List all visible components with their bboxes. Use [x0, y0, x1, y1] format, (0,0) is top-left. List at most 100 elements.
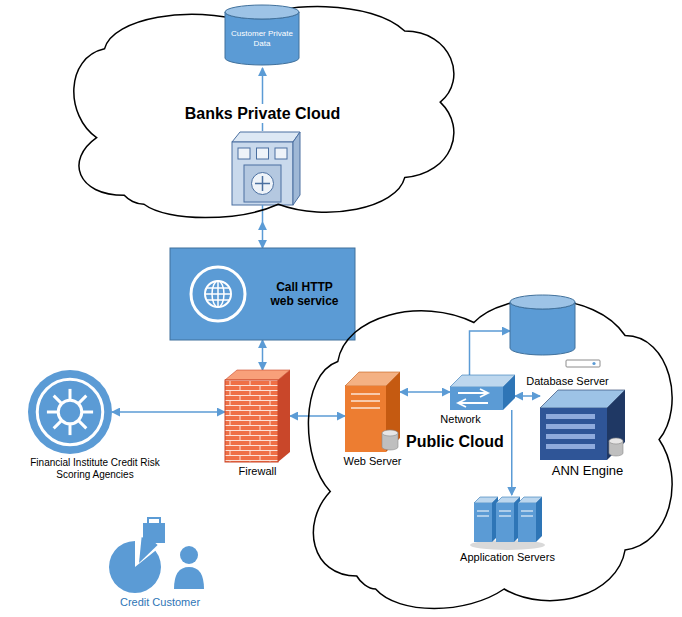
rack-disk-top [609, 438, 623, 444]
building-window [238, 148, 250, 159]
bank-building-icon [232, 132, 300, 205]
leader-line [262, 205, 264, 222]
switch-front [450, 387, 503, 410]
vault-wheel [252, 173, 274, 195]
server-slot [351, 407, 380, 409]
server-tower-front [474, 503, 492, 542]
vault-door [244, 165, 281, 202]
public-cloud: Public CloudWeb ServerNetworkDatabase Se… [300, 290, 678, 615]
cust-icon [105, 515, 215, 595]
storage-device-icon [566, 360, 600, 367]
cylinder-top [225, 5, 299, 19]
device-body [566, 360, 600, 367]
server-slot [351, 393, 380, 395]
service-box [170, 248, 355, 340]
customer-node: Credit Customer [105, 515, 215, 595]
building-roof [232, 132, 300, 142]
agency-spoke [82, 411, 93, 414]
fire-icon [225, 370, 290, 462]
agency-spoke [54, 396, 62, 404]
server-slot [499, 511, 511, 516]
web-service-box: Call HTTP web service [170, 248, 355, 340]
rack-slot [546, 424, 595, 429]
agency-spoke [69, 424, 72, 435]
connector [515, 395, 540, 397]
shopping-bag [143, 523, 165, 543]
agency-spoke [78, 420, 86, 428]
device-led [592, 362, 595, 365]
node-label: Firewall [239, 465, 277, 478]
web-server-node: Web Server [345, 372, 400, 452]
web-icon [345, 372, 400, 452]
agency-spoke [47, 411, 58, 414]
switch-arrows [458, 389, 488, 407]
app-icon [470, 495, 545, 548]
firewall-side [278, 370, 290, 462]
agency-node: Financial Institute Credit Risk Scoring … [28, 370, 112, 454]
server-disk-top [382, 430, 398, 436]
rack-slot [546, 434, 595, 439]
cloud-title: Banks Private Cloud [182, 104, 344, 123]
firewall-node: Firewall [225, 370, 290, 462]
server-tower-front [518, 503, 536, 542]
bag-handle [148, 518, 160, 524]
cloud-outline [74, 7, 454, 218]
node-label: Web Server [344, 455, 402, 468]
agency-disc [28, 370, 112, 454]
node-label: ANN Engine [552, 463, 624, 479]
rack-side [607, 390, 625, 460]
server-slot [351, 400, 380, 402]
agency-spoke [54, 420, 62, 428]
building-window [257, 148, 269, 159]
cloud-title: Public Cloud [403, 432, 507, 451]
connector [511, 410, 513, 495]
net-icon [450, 375, 515, 410]
rack-slot [546, 414, 595, 419]
building-side [293, 132, 300, 205]
agency-spoke [78, 396, 86, 404]
cloud-outline [308, 300, 672, 609]
database-node: Database Server [510, 295, 575, 355]
node-label: Credit Customer [120, 596, 200, 609]
connector [262, 340, 264, 370]
person-body [174, 567, 204, 589]
globe [205, 281, 231, 307]
ann-icon [540, 390, 625, 460]
vault-handle [255, 176, 270, 191]
network-switch-node: Network [450, 375, 515, 410]
node-label: Database Server [526, 375, 609, 388]
node-label: Financial Institute Credit Risk Scoring … [20, 457, 170, 481]
globe-latitudes [205, 281, 231, 307]
database-label: Customer Private Data [229, 29, 295, 48]
private-cloud: Banks Private Cloud Customer Private Data [65, 0, 460, 222]
cyl-icon [510, 295, 575, 355]
server-slot [521, 511, 533, 516]
database-cylinder [225, 12, 299, 65]
ann-engine-node: ANN Engine [540, 390, 625, 460]
server-tower-front [496, 503, 514, 542]
fin-icon [28, 370, 112, 454]
connector [112, 411, 225, 413]
node-label: Network [440, 413, 480, 426]
server-tower-front [345, 386, 386, 452]
server-slot [477, 511, 489, 516]
node-label: Application Servers [460, 551, 555, 564]
service-label: Call HTTP web service [265, 280, 345, 309]
connector [470, 331, 511, 375]
database-node: Customer Private Data [225, 5, 299, 65]
firewall-front [225, 380, 278, 462]
agency-spoke [69, 389, 72, 400]
agency-hub [58, 400, 82, 424]
app-servers-node: Application Servers [470, 495, 545, 548]
building-front [232, 142, 293, 205]
server-tower-side [536, 497, 542, 542]
rack-front [540, 408, 607, 460]
database-cylinder [510, 302, 575, 355]
person-head [180, 546, 198, 564]
cylinder-top [510, 295, 575, 309]
switch-side [503, 375, 515, 410]
connector [400, 391, 450, 393]
building-window [275, 148, 287, 159]
connector [290, 415, 345, 417]
